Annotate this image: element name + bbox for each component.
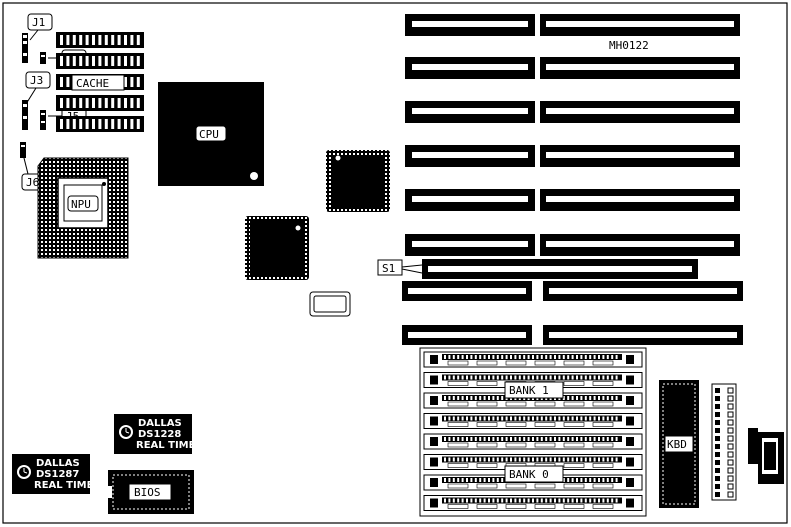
rtc-chip-1: DALLAS DS1228 REAL TIME xyxy=(114,414,196,454)
header-pin xyxy=(727,395,734,402)
header-pin xyxy=(727,403,734,410)
rtc2-desc: REAL TIME xyxy=(34,480,94,491)
j3-label: J3 xyxy=(30,74,43,87)
header-pin xyxy=(715,484,720,489)
jumpers-left xyxy=(20,33,46,158)
header-pin xyxy=(715,452,720,457)
header-pin xyxy=(727,427,734,434)
npu-socket: NPU xyxy=(37,157,129,259)
keyboard-header xyxy=(711,383,737,501)
rtc2-brand: DALLAS xyxy=(36,458,80,469)
s1-label: S1 xyxy=(382,262,395,275)
bios-chip: BIOS xyxy=(104,470,194,514)
header-pin xyxy=(715,444,720,449)
crystal-oscillator xyxy=(309,291,351,317)
bios-label: BIOS xyxy=(134,486,161,499)
cpu-label: CPU xyxy=(199,128,219,141)
bank0-label: BANK 0 xyxy=(509,468,549,481)
kbd-label: KBD xyxy=(667,438,687,451)
keyboard-controller: KBD xyxy=(659,380,699,508)
j1-label: J1 xyxy=(32,16,45,29)
header-pin xyxy=(715,388,720,393)
simm-banks xyxy=(419,347,647,517)
s1-callout: S1 xyxy=(377,259,423,276)
header-pin xyxy=(715,476,720,481)
header-pin xyxy=(727,387,734,394)
bank1-label: BANK 1 xyxy=(509,384,549,397)
header-pin xyxy=(727,451,734,458)
header-pin xyxy=(715,468,720,473)
header-pin xyxy=(727,411,734,418)
cpu-chip: CPU xyxy=(158,82,264,186)
board-model-label: MH0122 xyxy=(609,39,649,52)
header-pin xyxy=(715,396,720,401)
chipset-chip-2 xyxy=(245,216,309,280)
chipset-chip-1 xyxy=(326,150,390,212)
rtc2-part: DS1287 xyxy=(36,469,79,480)
header-pin xyxy=(727,467,734,474)
header-pin xyxy=(727,419,734,426)
header-pin xyxy=(715,436,720,441)
header-pin xyxy=(715,460,720,465)
npu-label: NPU xyxy=(71,198,91,211)
header-pin xyxy=(727,475,734,482)
header-pin xyxy=(727,435,734,442)
header-pin xyxy=(715,492,720,497)
j1-callout: J1 xyxy=(27,13,53,41)
rtc1-brand: DALLAS xyxy=(138,418,182,429)
rtc1-desc: REAL TIME xyxy=(136,440,196,451)
header-pin xyxy=(727,459,734,466)
cache-label: CACHE xyxy=(76,77,109,90)
rtc-chip-2: DALLAS DS1287 REAL TIME xyxy=(12,454,94,494)
header-pin xyxy=(715,404,720,409)
keyboard-connector xyxy=(748,428,784,484)
header-pin xyxy=(715,428,720,433)
j6-label: J6 xyxy=(26,176,39,189)
header-pin xyxy=(727,491,734,498)
header-pin xyxy=(727,443,734,450)
rtc1-part: DS1228 xyxy=(138,429,181,440)
header-pin xyxy=(715,420,720,425)
header-pin xyxy=(715,412,720,417)
j3-callout: J3 xyxy=(25,71,51,105)
expansion-slots xyxy=(402,14,743,345)
header-pin xyxy=(727,483,734,490)
